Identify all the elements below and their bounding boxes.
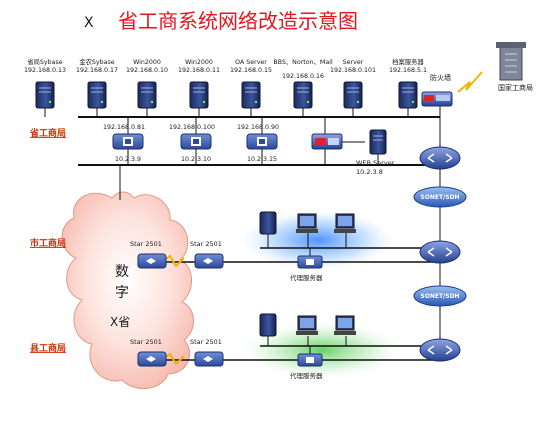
hub-1-ip-top: 192.168.0.81 [103,124,145,131]
hub-2-icon [180,133,212,150]
server-4-icon [189,81,209,109]
hub-2-ip-top: 192.168.0.100 [169,124,215,131]
server-3-name: Win2000 [133,59,161,66]
sdh-router-1-icon [419,146,461,170]
tier-label-county: 县工商局 [30,342,66,354]
server-5-ip: 192.168.0.15 [230,67,272,74]
server-5-name: OA Server [235,59,267,66]
tier-label-municipal: 市工商局 [30,237,66,249]
provincial-digital-network-cloud [61,191,194,389]
web-server-ip: 10.2.3.8 [356,168,383,176]
sonet-sdh-ring-1-icon [413,186,467,208]
server-1-name: 省局Sybase [27,57,62,66]
provincial-router [311,133,343,150]
sdh-stack: SONET/SDH SONET/SDH [413,146,467,362]
server-1-icon [35,81,55,109]
sdh-router-3-icon [419,338,461,362]
national-bureau-building-icon [496,42,526,81]
municipal-pc-2-icon [334,213,356,233]
municipal-server-icon [259,211,277,235]
hub-3-icon [246,133,278,150]
firewall-label: 防火墙 [430,73,451,82]
cloud-label-line1: 数 [115,264,129,280]
municipal-proxy-icon [297,255,323,269]
server-8-icon [398,81,418,109]
server-2-icon [87,81,107,109]
server-1-ip: 192.168.0.13 [24,67,66,74]
cloud-label-line3: X省 [110,315,130,329]
sonet-sdh-ring-2-icon [413,285,467,307]
web-server-name: WEB Server [356,159,395,167]
server-6-name: BBS、Norton、Mail [273,59,333,66]
hub-1-ip-bottom: 10.2.3.9 [115,156,141,163]
server-3-icon [137,81,157,109]
firewall-router [421,91,453,107]
server-6-icon [293,81,313,109]
municipal-switch-2-icon [194,253,224,269]
county-switch-2-label: Star 2501 [190,338,222,346]
server-7-icon [343,81,363,109]
county-pc-2-icon [334,315,356,335]
server-7-ip: 192.168.0.101 [330,67,376,74]
server-4-name: Win2000 [185,59,213,66]
municipal-pc-1-icon [296,213,318,233]
municipal-switch-1-icon [137,253,167,269]
title-prefix: X [84,15,94,31]
county-proxy-label: 代理服务器 [290,371,323,380]
server-7-name: Server [343,59,364,66]
county-switch-2-icon [194,351,224,367]
hub-1-icon [112,133,144,150]
county-proxy-icon [297,353,323,367]
county-server-icon [259,313,277,337]
tier-label-provincial: 省工商局 [29,127,66,139]
county-pc-1-icon [296,315,318,335]
cloud-label-line2: 字 [115,285,129,301]
municipal-proxy-label: 代理服务器 [290,273,323,282]
server-4-ip: 192.168.0.11 [178,67,220,74]
national-bureau-label: 国家工商局 [498,83,533,92]
web-server-icon [369,129,387,155]
server-5-icon [241,81,261,109]
hub-3-ip-top: 192.168.0.90 [237,124,279,131]
county-lan-glow [236,320,408,380]
server-2-name: 金农Sybase [79,57,114,66]
hub-row: 192.168.0.81 10.2.3.9 192.168.0.100 10.2.3.… [103,124,279,163]
hub-2-ip-bottom: 10.2.3.10 [181,156,211,163]
county-switch-1-icon [137,351,167,367]
municipal-switch-1-label: Star 2501 [130,240,162,248]
county-switch-1-label: Star 2501 [130,338,162,346]
sdh-router-2-icon [419,240,461,264]
hub-3-ip-bottom: 10.2.3.15 [247,156,277,163]
server-3-ip: 192.168.0.10 [126,67,168,74]
server-8-ip: 192.168.5.1 [389,67,427,74]
page-title: 省工商系统网络改造示意图 [118,9,358,33]
sonet-sdh-ring-1-label: SONET/SDH [420,194,459,201]
server-6-ip: 192.168.0.16 [282,73,324,80]
municipal-switch-2-label: Star 2501 [190,240,222,248]
municipal-lan-glow [236,208,400,272]
server-2-ip: 192.168.0.17 [76,67,118,74]
sonet-sdh-ring-2-label: SONET/SDH [420,293,459,300]
server-8-name: 档案服务器 [392,57,424,66]
